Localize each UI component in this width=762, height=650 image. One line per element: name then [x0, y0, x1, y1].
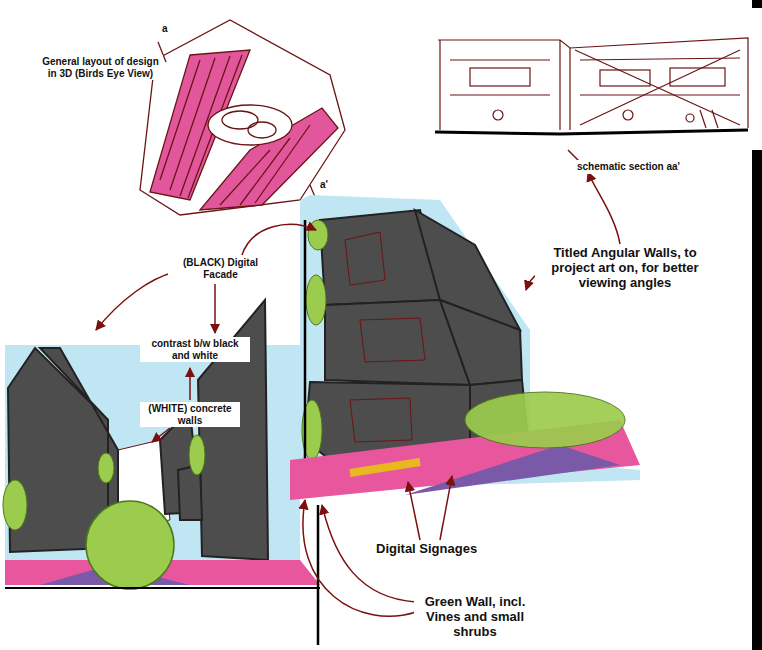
leader-lines-part: [408, 482, 420, 540]
birds-eye-sketch-part: [220, 150, 270, 205]
section-mark: a: [160, 22, 174, 36]
facade-perspective-right-part-part: [440, 300, 522, 385]
section-sketch-part: [450, 58, 740, 95]
leader-lines-part: [152, 428, 170, 442]
facade-perspective-right-part: [345, 232, 425, 442]
leader-lines-part: [214, 284, 216, 333]
facade-perspective-right-part: [465, 392, 625, 448]
section-sketch: [435, 38, 748, 134]
birds-eye-sketch: [140, 20, 345, 215]
section-title: schematic section aa': [575, 160, 705, 174]
facade-perspective-right-part: [350, 462, 420, 473]
facade-perspective-left-part: [86, 501, 174, 589]
facade-perspective-right-part: [405, 445, 620, 495]
edge-bar: [752, 0, 762, 8]
section-sketch-part: [686, 114, 694, 122]
section-sketch-part: [623, 110, 633, 120]
section-sketch-part: [470, 68, 530, 86]
section-sketch-part: [575, 50, 740, 125]
view-title: General layout of design in 3D (Birds Ey…: [38, 55, 163, 80]
leader-lines-part: [242, 224, 316, 255]
facade-perspective-right-part: [305, 220, 318, 645]
leader-lines-part: [303, 500, 416, 616]
leader-lines-part: [189, 368, 191, 400]
facade-perspective-left-part-part: [98, 453, 114, 483]
leader-lines-part: [96, 272, 175, 330]
birds-eye-sketch-part: [208, 105, 292, 145]
facade-perspective-left: [3, 300, 320, 589]
callout-note: Green Wall, incl. Vines and small shrubs: [414, 594, 536, 641]
facade-perspective-right-part-part: [306, 275, 326, 325]
section-sketch-part: [438, 38, 748, 128]
facade-perspective-left-part-part: [3, 480, 27, 530]
callout-note: Titled Angular Walls, to project art on,…: [535, 245, 715, 292]
birds-eye-sketch-part: [140, 20, 345, 215]
callout-note: Digital Signages: [374, 541, 499, 558]
facade-perspective-left-part-part: [189, 435, 205, 475]
callout-note: (BLACK) Digital Facade: [168, 256, 273, 281]
birds-eye-sketch-part: [222, 111, 258, 129]
facade-perspective-right-part-part: [350, 398, 412, 442]
facade-perspective-left-part: [5, 587, 320, 589]
section-sketch-part: [493, 110, 503, 120]
section-sketch-part: [435, 130, 748, 134]
section-sketch-part: [440, 40, 570, 130]
leader-lines: [96, 150, 620, 616]
callout-note: contrast b/w black and white: [140, 337, 250, 362]
edge-bar: [752, 150, 762, 650]
leader-lines-part: [588, 172, 620, 244]
section-sketch-part: [670, 68, 725, 86]
leader-lines-part: [440, 476, 452, 540]
callout-note: (WHITE) concrete walls: [140, 402, 240, 427]
birds-eye-sketch-part: [240, 138, 290, 205]
section-mark: a': [318, 178, 336, 192]
birds-eye-sketch-part: [248, 122, 276, 138]
facade-perspective-right-part-part: [308, 220, 328, 250]
facade-perspective-right-part-part: [345, 232, 385, 285]
section-sketch-part: [700, 110, 718, 128]
facade-perspective-right-part-part: [360, 318, 425, 362]
